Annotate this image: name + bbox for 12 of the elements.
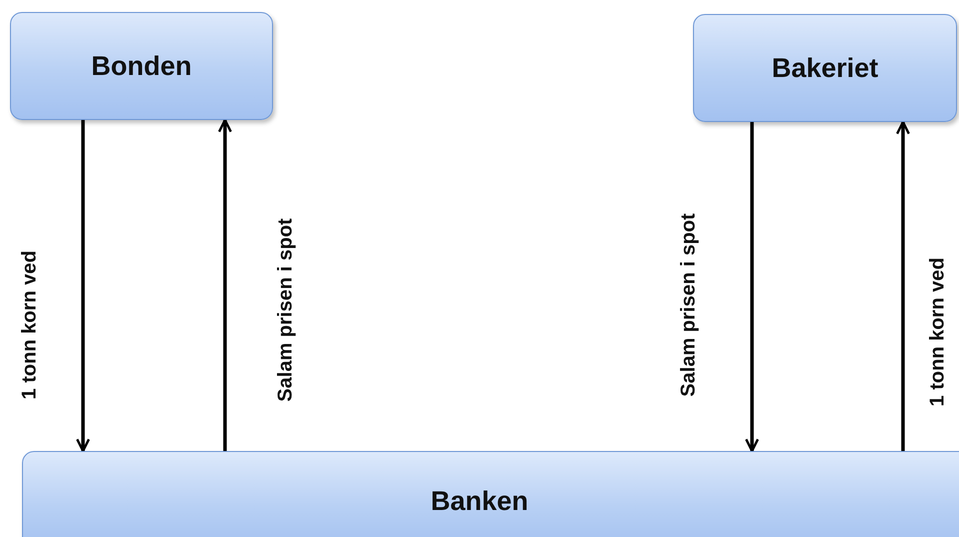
edge-label: Salam prisen i spot: [678, 211, 700, 399]
node-label: Bakeriet: [772, 52, 878, 84]
arrow: [896, 120, 910, 451]
arrow: [745, 122, 759, 452]
arrow: [76, 120, 90, 452]
node-label: Bonden: [91, 50, 192, 82]
process-box: [22, 451, 959, 537]
arrow: [218, 118, 232, 451]
node-label: Banken: [430, 486, 528, 516]
edge-label: Salam prisen i spot: [274, 216, 298, 404]
process-box: [693, 14, 957, 122]
process-box: [10, 12, 273, 120]
